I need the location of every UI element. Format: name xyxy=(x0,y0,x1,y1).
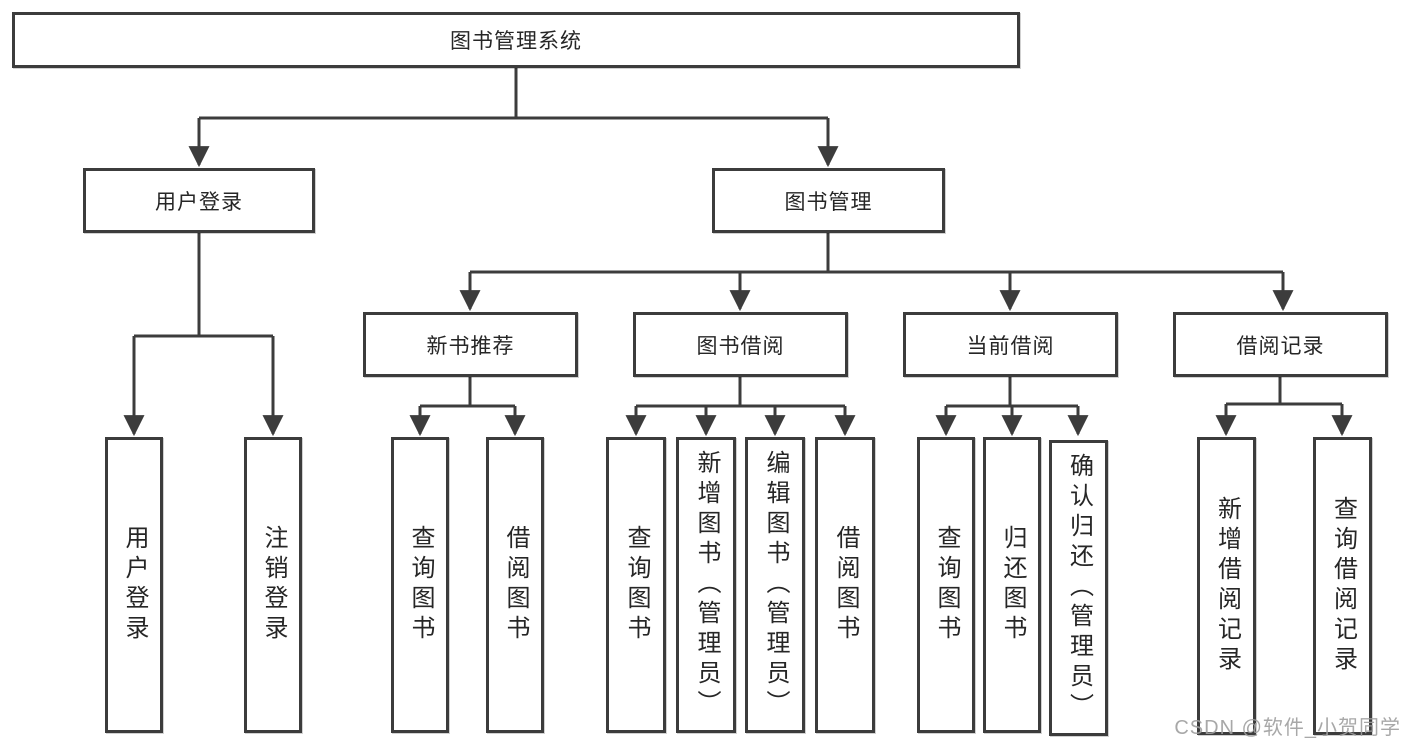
leaf-borrow-books-2: 借阅图书 xyxy=(815,437,875,733)
leaf-user-login-label: 用户登录 xyxy=(121,525,148,645)
node-current-borrow: 当前借阅 xyxy=(903,312,1118,377)
node-new-book-recommend: 新书推荐 xyxy=(363,312,578,377)
leaf-query-books-3-label: 查询图书 xyxy=(933,525,960,645)
leaf-logout: 注销登录 xyxy=(244,437,302,733)
node-book-borrow: 图书借阅 xyxy=(633,312,848,377)
node-root: 图书管理系统 xyxy=(12,12,1020,68)
node-book-management: 图书管理 xyxy=(712,168,945,233)
leaf-edit-book-admin: 编辑图书（管理员） xyxy=(745,437,805,733)
leaf-query-books-2: 查询图书 xyxy=(606,437,666,733)
node-borrow-records: 借阅记录 xyxy=(1173,312,1388,377)
node-user-login: 用户登录 xyxy=(83,168,315,233)
leaf-borrow-books-2-label: 借阅图书 xyxy=(832,525,859,645)
csdn-watermark: CSDN @软件_小贺同学 xyxy=(1174,717,1401,739)
leaf-query-books-1-label: 查询图书 xyxy=(407,525,434,645)
node-book-management-label: 图书管理 xyxy=(784,190,873,214)
leaf-return-books-label: 归还图书 xyxy=(999,525,1026,645)
leaf-add-book-admin-label: 新增图书（管理员） xyxy=(693,450,720,720)
node-new-book-recommend-label: 新书推荐 xyxy=(426,334,515,358)
leaf-query-borrow-record: 查询借阅记录 xyxy=(1313,437,1372,735)
leaf-query-books-1: 查询图书 xyxy=(391,437,449,733)
node-current-borrow-label: 当前借阅 xyxy=(966,334,1055,358)
leaf-borrow-books-1: 借阅图书 xyxy=(486,437,544,733)
leaf-confirm-return-admin-label: 确认归还（管理员） xyxy=(1065,453,1093,723)
node-user-login-label: 用户登录 xyxy=(155,190,243,214)
leaf-query-borrow-record-label: 查询借阅记录 xyxy=(1329,496,1357,676)
leaf-add-borrow-record: 新增借阅记录 xyxy=(1197,437,1256,735)
leaf-confirm-return-admin: 确认归还（管理员） xyxy=(1049,440,1108,736)
leaf-edit-book-admin-label: 编辑图书（管理员） xyxy=(762,450,789,720)
leaf-query-books-2-label: 查询图书 xyxy=(623,525,650,645)
node-book-borrow-label: 图书借阅 xyxy=(696,334,785,358)
leaf-add-borrow-record-label: 新增借阅记录 xyxy=(1213,496,1241,676)
leaf-return-books: 归还图书 xyxy=(983,437,1041,733)
leaf-add-book-admin: 新增图书（管理员） xyxy=(676,437,736,733)
node-borrow-records-label: 借阅记录 xyxy=(1236,334,1325,358)
leaf-borrow-books-1-label: 借阅图书 xyxy=(502,525,529,645)
leaf-user-login: 用户登录 xyxy=(105,437,163,733)
leaf-query-books-3: 查询图书 xyxy=(917,437,975,733)
node-root-label: 图书管理系统 xyxy=(450,30,582,53)
leaf-logout-label: 注销登录 xyxy=(260,525,287,645)
